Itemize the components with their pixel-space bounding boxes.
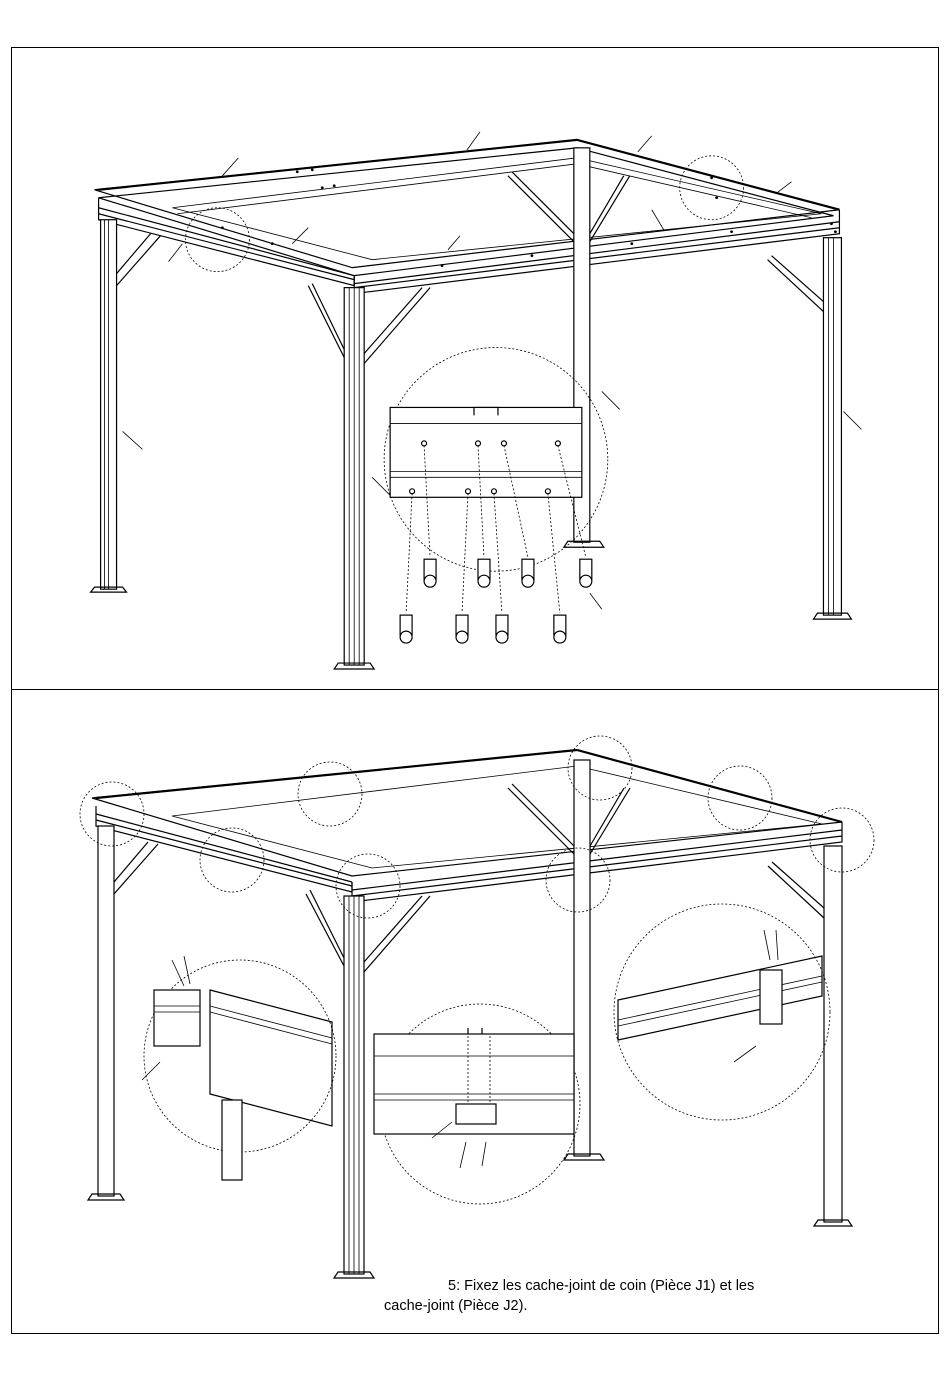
detail-circle-right — [680, 156, 744, 220]
figure-frame-bolting — [12, 48, 938, 690]
roof-frame — [95, 140, 840, 294]
corner-cover-detail — [142, 956, 336, 1180]
step-caption-line-1: 5: Fixez les cache-joint de coin (Pièce … — [448, 1276, 754, 1296]
page-frame: 5: Fixez les cache-joint de coin (Pièce … — [11, 47, 939, 1334]
gazebo-frame-illustration-bottom — [12, 690, 938, 1333]
side-joint-cover-detail — [374, 1004, 580, 1204]
bolt-detail — [372, 348, 608, 644]
figure-joint-cover-installation: 5: Fixez les cache-joint de coin (Pièce … — [12, 690, 938, 1333]
gazebo-frame-illustration-top — [12, 48, 938, 689]
bolt-hole-dots — [221, 168, 837, 267]
step-caption-line-2: cache-joint (Pièce J2). — [384, 1296, 527, 1316]
roof-frame-bottom — [92, 750, 842, 902]
right-joint-cover-detail — [614, 904, 830, 1120]
joint-callout-circles — [80, 736, 874, 918]
gazebo-legs-bottom — [88, 760, 852, 1278]
corner-braces — [117, 172, 824, 364]
bolts — [400, 559, 592, 643]
corner-braces-bottom — [114, 784, 824, 972]
